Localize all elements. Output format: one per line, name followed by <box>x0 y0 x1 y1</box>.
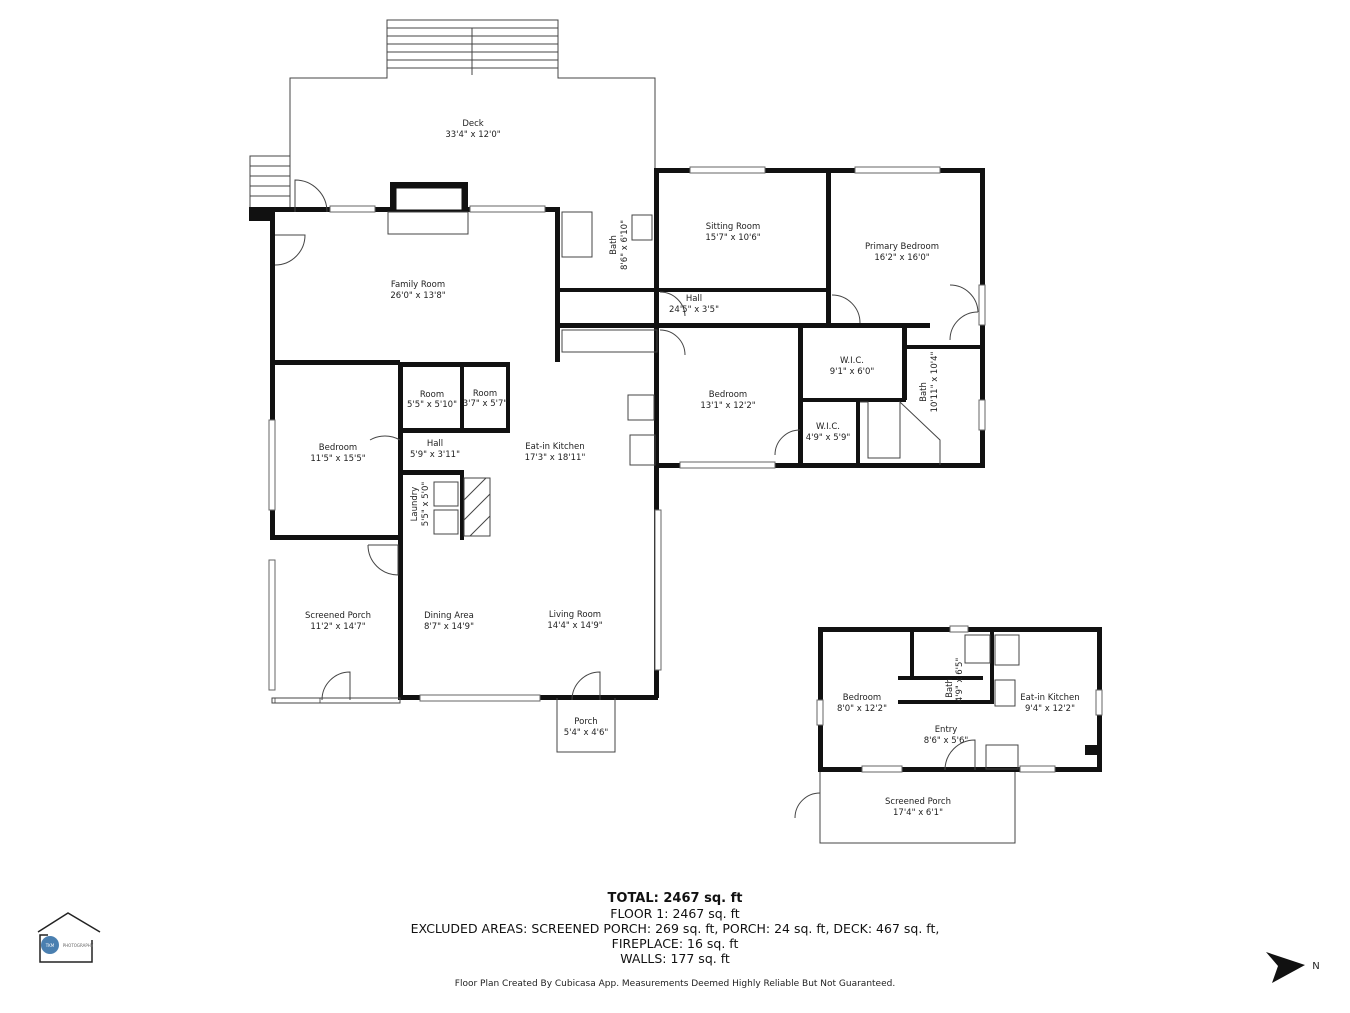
svg-text:PHOTOGRAPHY: PHOTOGRAPHY <box>63 943 94 948</box>
room-name-laundry: Laundry <box>410 487 420 522</box>
room-dims-family-room: 26'0" x 13'8" <box>390 291 445 301</box>
room-name-bedroom-mid: Bedroom <box>709 390 747 400</box>
room-name-deck: Deck <box>462 119 483 129</box>
room-name-family-room: Family Room <box>391 280 445 290</box>
floor1-area: FLOOR 1: 2467 sq. ft <box>610 906 740 921</box>
side-stairs <box>249 155 291 209</box>
room-name-gh-porch: Screened Porch <box>885 797 951 807</box>
room-dims-gh-entry: 8'6" x 5'6" <box>924 736 969 746</box>
room-name-screened-porch-1: Screened Porch <box>305 611 371 621</box>
excluded-areas: EXCLUDED AREAS: SCREENED PORCH: 269 sq. … <box>410 921 940 936</box>
total-area: TOTAL: 2467 sq. ft <box>607 891 743 906</box>
north-arrow-icon: N <box>1266 952 1320 983</box>
room-dims-hall-2: 5'9" x 3'11" <box>410 450 460 460</box>
room-dims-gh-bath: 4'9" x 6'5" <box>955 658 965 703</box>
room-dims-room-2: 3'7" x 5'7" <box>463 399 508 409</box>
room-dims-gh-kitchen: 9'4" x 12'2" <box>1025 704 1075 714</box>
room-dims-living: 14'4" x 14'9" <box>547 621 602 631</box>
room-dims-hall-1: 24'5" x 3'5" <box>669 305 719 315</box>
room-dims-kitchen: 17'3" x 18'11" <box>525 453 586 463</box>
walls <box>249 168 985 700</box>
room-name-sitting-room: Sitting Room <box>706 222 760 232</box>
room-dims-wic-1: 9'1" x 6'0" <box>830 367 875 377</box>
svg-text:TKM: TKM <box>45 943 55 948</box>
porch <box>556 698 616 753</box>
room-name-gh-kitchen: Eat-in Kitchen <box>1020 693 1079 703</box>
room-name-hall-1: Hall <box>686 294 702 304</box>
compass-label: N <box>1312 961 1319 972</box>
room-dims-gh-bedroom: 8'0" x 12'2" <box>837 704 887 714</box>
room-name-hall-2: Hall <box>427 439 443 449</box>
room-dims-dining: 8'7" x 14'9" <box>424 622 474 632</box>
disclaimer: Floor Plan Created By Cubicasa App. Meas… <box>454 979 896 989</box>
room-name-dining: Dining Area <box>424 611 474 621</box>
deck <box>249 19 656 210</box>
room-dims-porch: 5'4" x 4'6" <box>564 728 609 738</box>
room-dims-bedroom-mid: 13'1" x 12'2" <box>700 401 755 411</box>
room-dims-gh-porch: 17'4" x 6'1" <box>893 808 943 818</box>
area-summary: TOTAL: 2467 sq. ft FLOOR 1: 2467 sq. ft … <box>0 891 1350 966</box>
room-name-bath-1: Bath <box>609 235 619 255</box>
doors <box>274 179 979 701</box>
room-name-room-2: Room <box>473 389 497 399</box>
room-labels: Deck 33'4" x 12'0" Family Room 26'0" x 1… <box>305 119 1080 818</box>
guest-house <box>794 625 1103 844</box>
room-dims-laundry: 5'5" x 5'0" <box>421 482 431 527</box>
room-dims-bath-1: 8'6" x 6'10" <box>620 220 630 270</box>
room-name-bath-2: Bath <box>919 382 929 402</box>
room-name-wic-1: W.I.C. <box>840 356 864 366</box>
room-dims-room-1: 5'5" x 5'10" <box>407 400 457 410</box>
room-name-gh-bedroom: Bedroom <box>843 693 881 703</box>
room-name-primary-bedroom: Primary Bedroom <box>865 242 939 252</box>
walls-area: WALLS: 177 sq. ft <box>620 951 730 966</box>
room-dims-bath-2: 10'11" x 10'4" <box>930 352 940 413</box>
room-dims-deck: 33'4" x 12'0" <box>445 130 500 140</box>
room-name-porch: Porch <box>574 717 597 727</box>
room-name-gh-bath: Bath <box>945 678 955 698</box>
windows <box>268 166 986 704</box>
room-dims-primary-bedroom: 16'2" x 16'0" <box>874 253 929 263</box>
room-name-gh-entry: Entry <box>935 725 958 735</box>
photography-logo: TKM PHOTOGRAPHY <box>37 912 101 963</box>
deck-stairs <box>387 27 558 75</box>
fireplace-hatch <box>433 477 491 537</box>
room-dims-bedroom-left: 11'5" x 15'5" <box>310 454 365 464</box>
room-name-wic-2: W.I.C. <box>816 422 840 432</box>
room-name-room-1: Room <box>420 390 444 400</box>
room-name-kitchen: Eat-in Kitchen <box>525 442 584 452</box>
room-dims-sitting-room: 15'7" x 10'6" <box>705 233 760 243</box>
room-dims-screened-porch-1: 11'2" x 14'7" <box>310 622 365 632</box>
fireplace-area: FIREPLACE: 16 sq. ft <box>611 936 739 951</box>
room-name-bedroom-left: Bedroom <box>319 443 357 453</box>
room-dims-wic-2: 4'9" x 5'9" <box>806 433 851 443</box>
room-name-living: Living Room <box>549 610 601 620</box>
